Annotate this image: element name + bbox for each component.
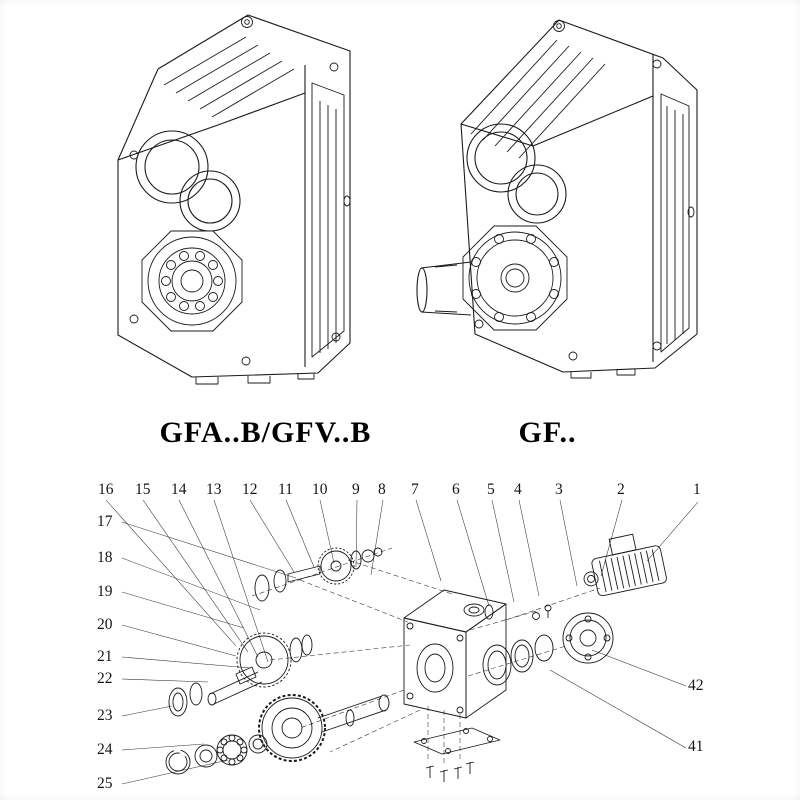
part-number-callout: 23 [97,707,113,724]
part-number-callout: 9 [352,481,360,498]
output-bearing [141,230,243,332]
part-number-callout: 1 [693,481,701,498]
part-number-callout: 41 [688,738,704,755]
part-number-callout: 18 [97,549,113,566]
output-shaft [416,261,472,316]
part-number-callout: 19 [97,583,113,600]
part-number-callout: 8 [378,481,386,498]
cooling-ribs [163,36,295,118]
output-stage-gear-parts [165,694,390,775]
part-number-callout: 12 [242,481,258,498]
part-number-callout: 14 [171,481,187,498]
input-shaft-parts [254,547,383,602]
part-number-callout: 6 [452,481,460,498]
part-number-callout: 2 [617,481,625,498]
assembly-axis-lines [251,547,601,766]
gearbox-drawing-gfab-gfvb [117,14,351,385]
part-number-callout: 42 [688,677,704,694]
cooling-ribs [470,39,606,159]
part-number-callout: 21 [97,648,113,665]
side-frame-ribs [311,82,345,358]
part-number-callout: 15 [135,481,151,498]
gearbox-drawing-gf [416,19,698,379]
gasket-and-bolts [413,727,501,782]
part-number-callout: 3 [555,481,563,498]
output-flange [462,225,568,331]
motor [583,533,667,597]
part-number-callout: 13 [206,481,222,498]
mounting-feet [195,373,315,385]
part-number-callout: 5 [487,481,495,498]
leader-lines [105,499,699,785]
part-number-callout: 11 [278,481,293,498]
gear-housing [403,589,507,719]
input-bores [135,130,241,232]
input-side-rings-and-flange [482,604,614,686]
part-number-callout: 16 [98,481,114,498]
caption-gf: GF.. [518,416,577,449]
part-number-callout: 10 [312,481,328,498]
part-number-callout: 25 [97,775,113,792]
part-number-callout: 7 [411,481,419,498]
exploded-view-drawing [105,499,699,785]
housing-silhouette [117,14,351,378]
caption-gfab-gfvb: GFA..B/GFV..B [159,416,372,449]
part-number-callout: 20 [97,616,113,633]
side-frame-ribs [660,93,690,353]
input-bores [466,123,567,224]
part-number-callout: 24 [97,741,113,758]
part-number-callout: 4 [514,481,522,498]
part-number-callout: 22 [97,670,113,687]
bolt-holes-and-plugs [129,16,351,366]
mounting-feet [570,369,636,379]
part-number-callout: 17 [97,513,113,530]
second-stage-gear-parts [168,632,313,717]
bolt-holes-and-plugs [474,20,695,361]
